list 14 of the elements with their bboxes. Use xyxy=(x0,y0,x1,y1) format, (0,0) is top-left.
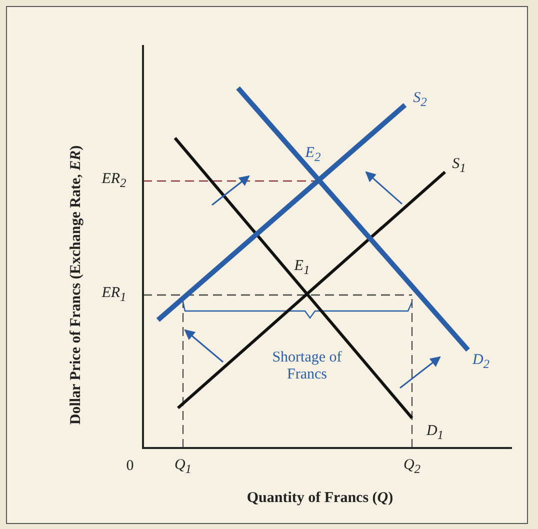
tick-label: Q$_{2}$ xyxy=(403,457,421,477)
curve-label: D$_{1}$ xyxy=(426,423,444,443)
curve-label: S$_{1}$ xyxy=(452,156,466,176)
tick-label: Q$_{1}$ xyxy=(174,457,192,477)
point-label: E$_{2}$ xyxy=(305,145,321,165)
tick-label: 0 xyxy=(126,458,134,474)
axis-title: Dollar Price of Francs (Exchange Rate, ER) xyxy=(68,145,84,425)
tick-label: ER$_{1}$ xyxy=(102,285,126,305)
curve-label: S$_{2}$ xyxy=(413,90,427,110)
axis-title: Quantity of Francs (Q) xyxy=(246,490,394,506)
curve-label: D$_{2}$ xyxy=(472,352,490,372)
tick-label: ER$_{2}$ xyxy=(102,171,126,191)
annotation-text: Shortage of Francs xyxy=(271,350,343,382)
point-label: E$_{1}$ xyxy=(294,258,310,278)
